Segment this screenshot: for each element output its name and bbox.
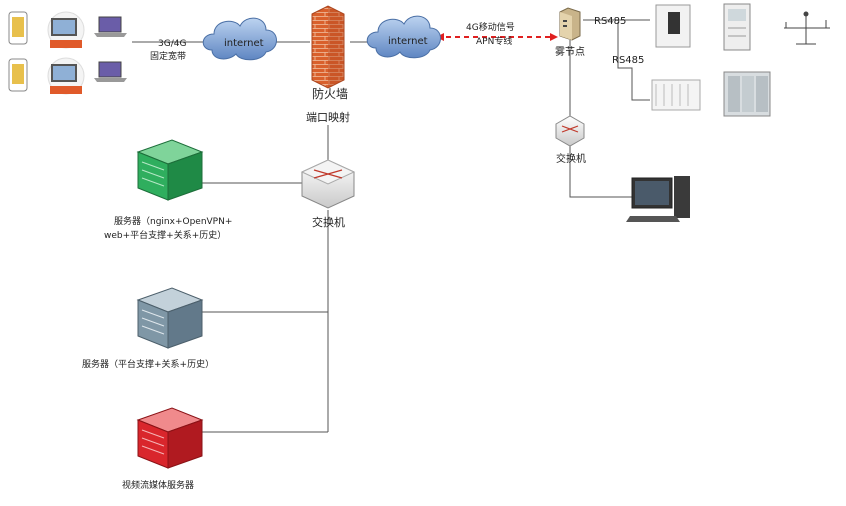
- fixed-broadband-label: 固定宽带: [150, 50, 186, 62]
- device-cabinet-icon: [655, 4, 691, 48]
- switch-right-label: 交换机: [556, 152, 586, 165]
- laptop-icon: [94, 16, 127, 82]
- monitor-icon: [626, 176, 690, 222]
- apn-signal-label: 4G移动信号: [466, 21, 515, 33]
- apn-line-label: APN专线: [476, 35, 512, 47]
- device-cabinet-icon: [651, 79, 701, 111]
- switch-icon: [555, 115, 585, 147]
- line-switch-to-pc: [569, 142, 640, 198]
- server-icon: [136, 287, 204, 349]
- server2-label: 服务器（平台支撑+关系+历史）: [82, 358, 214, 370]
- device-cabinet-icon: [723, 71, 771, 117]
- fog-node-label: 雾节点: [555, 46, 585, 58]
- cloud-left-label: internet: [224, 38, 264, 49]
- weather-station-icon: [784, 11, 830, 45]
- port-mapping-label: 端口映射: [306, 110, 350, 124]
- server3-label: 视频流媒体服务器: [122, 479, 194, 491]
- client-devices: [8, 11, 127, 95]
- firewall-label: 防火墙: [312, 86, 348, 101]
- phone-icon: [8, 11, 28, 92]
- cloud-icon: [366, 15, 441, 59]
- mobile-link-label: 3G/4G: [158, 39, 186, 49]
- connection-lines: [132, 19, 650, 433]
- rs485-top-label: RS485: [594, 16, 626, 27]
- line-rs485-branch: [617, 22, 650, 101]
- firewall-icon: [311, 5, 345, 89]
- switch-icon: [300, 159, 356, 209]
- server-icon: [136, 139, 204, 201]
- device-cabinet-icon: [723, 3, 751, 51]
- switch-center-label: 交换机: [312, 215, 345, 229]
- desktop-icon: [47, 11, 85, 95]
- arrow-right-icon: [550, 33, 558, 41]
- server1-label-line2: web+平台支撑+关系+历史）: [104, 229, 226, 241]
- cloud-right-label: internet: [388, 36, 428, 47]
- fog-node-icon: [559, 7, 581, 41]
- server1-label-line1: 服务器（nginx+OpenVPN+: [114, 215, 232, 227]
- rs485-mid-label: RS485: [612, 55, 644, 66]
- cloud-icon: [202, 17, 277, 61]
- server-icon: [136, 407, 204, 469]
